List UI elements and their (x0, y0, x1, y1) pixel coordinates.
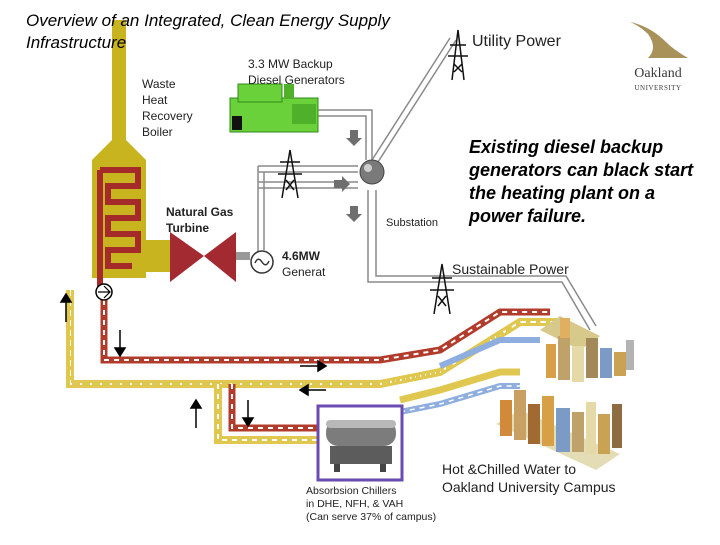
absorption-chiller (316, 404, 404, 482)
campus-buildings-lower (496, 390, 622, 470)
campus-label-line1: Hot &Chilled Water to (442, 461, 576, 477)
logo-subtitle: UNIVERSITY (634, 84, 682, 92)
power-lines (257, 37, 597, 331)
boiler-label-line1: Waste (142, 77, 176, 91)
generator-label-line1: 4.6MW (282, 249, 321, 263)
boiler-label-line4: Boiler (142, 125, 173, 139)
boiler-label-line3: Recovery (142, 109, 193, 123)
chillers-label-line1: Absorbsion Chillers (306, 485, 396, 497)
chillers-label-line3: (Can serve 37% of campus) (306, 511, 436, 523)
lower-tower-icon (430, 263, 454, 315)
black-start-note: Existing diesel backup generators can bl… (469, 137, 694, 226)
heat-pipes (66, 290, 560, 444)
middle-tower-icon (278, 149, 302, 199)
waste-heat-boiler (92, 20, 170, 290)
substation-sphere-icon (359, 159, 385, 185)
flow-arrows-black (59, 292, 328, 428)
diagram-labels: Utility Power 3.3 MW Backup Diesel Gener… (142, 33, 616, 523)
diesel-label-line2: Diesel Generators (248, 73, 345, 87)
campus-buildings-upper (540, 316, 634, 382)
campus-label-line2: Oakland University Campus (442, 479, 616, 495)
pump-icon (95, 283, 113, 301)
slide-title: Overview of an Integrated, Clean Energy … (26, 11, 390, 52)
turbine-label-line1: Natural Gas (166, 205, 234, 219)
utility-power-label: Utility Power (472, 33, 562, 50)
diesel-generator-icon (229, 83, 319, 133)
gas-turbine-icon (170, 232, 250, 282)
logo-name: Oakland (634, 66, 682, 81)
boiler-label-line2: Heat (142, 93, 168, 107)
oakland-sail-icon (630, 22, 688, 58)
flow-arrows-gray (334, 130, 362, 222)
sustainable-power-label: Sustainable Power (452, 261, 569, 277)
utility-tower-icon (448, 29, 468, 81)
diesel-label-line1: 3.3 MW Backup (248, 57, 333, 71)
generator-label-line2: Generat (282, 265, 326, 279)
generator-icon (250, 250, 274, 274)
oakland-university-logo: Oakland UNIVERSITY (624, 18, 692, 98)
turbine-label-line2: Turbine (166, 221, 209, 235)
chillers-label-line2: in DHE, NFH, & VAH (306, 498, 403, 510)
substation-label: Substation (386, 217, 438, 229)
